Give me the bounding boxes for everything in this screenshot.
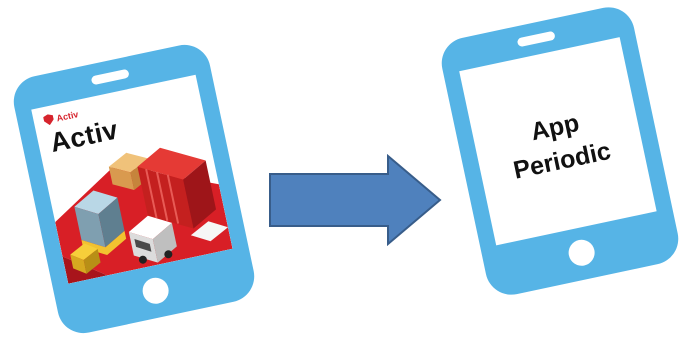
truck-illustration	[31, 75, 232, 284]
home-button	[566, 237, 597, 268]
speaker-slot	[91, 69, 130, 86]
home-button	[140, 275, 171, 306]
left-phone: Activ	[9, 40, 259, 338]
right-phone-screen: App Periodic	[459, 37, 656, 245]
right-phone: App Periodic	[437, 2, 683, 299]
left-phone-screen: Activ	[31, 75, 232, 284]
right-arrow-icon	[268, 154, 444, 246]
speaker-slot	[517, 31, 556, 48]
app-title: App Periodic	[471, 94, 646, 195]
